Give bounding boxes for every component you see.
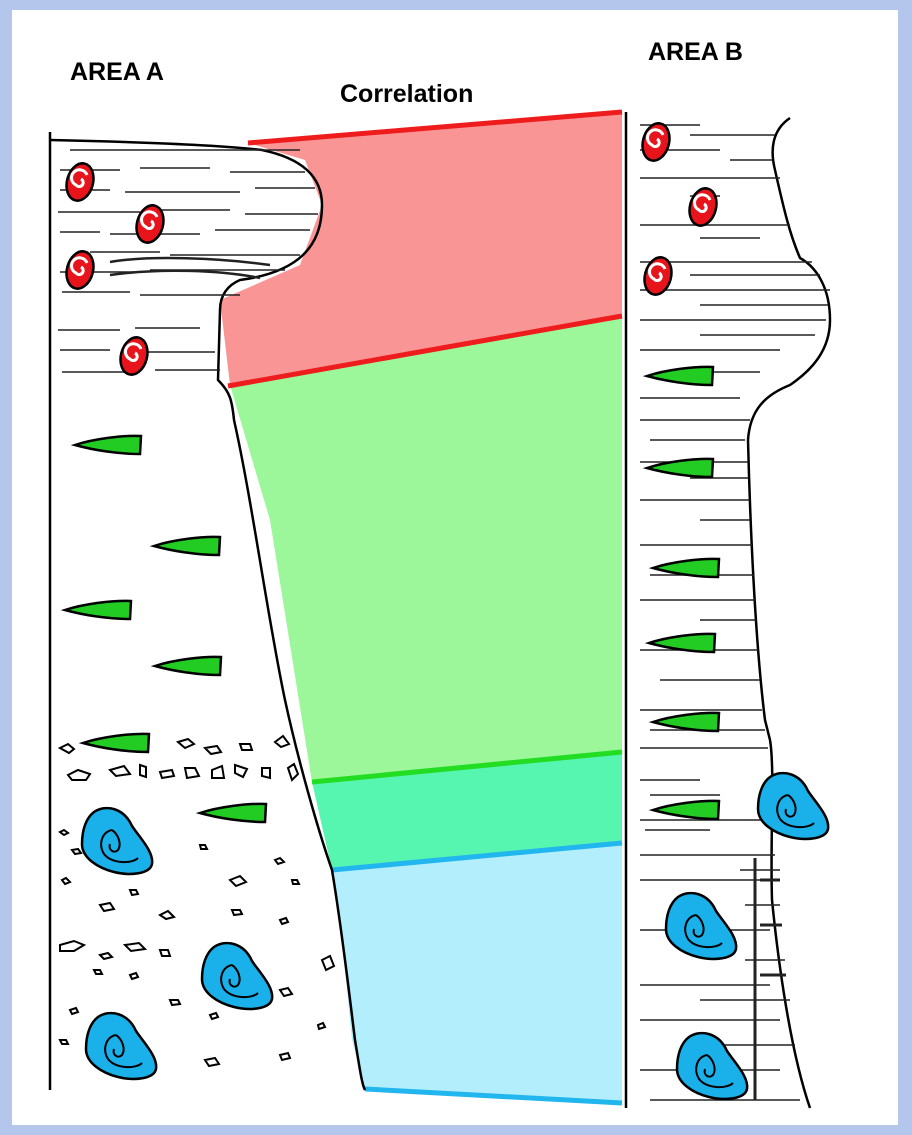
leaf-fossil-icon <box>75 436 141 454</box>
leaf-fossil-icon <box>200 804 266 822</box>
spiral-fossil-icon <box>63 248 98 291</box>
spiral-fossil-icon <box>686 185 721 228</box>
shell-fossil-icon <box>202 943 272 1009</box>
leaf-fossil-icon <box>653 713 719 731</box>
leaf-fossil-icon <box>83 734 149 752</box>
shell-fossil-icon <box>758 773 828 839</box>
shell-fossil-icon <box>82 808 152 874</box>
blue-correlation-zone <box>332 843 622 1103</box>
leaf-fossil-icon <box>65 601 131 619</box>
spiral-fossil-icon <box>639 120 674 163</box>
spiral-fossil-icon <box>641 254 676 297</box>
shell-fossil-icon <box>666 893 736 959</box>
leaf-fossil-icon <box>647 367 713 385</box>
area-b-label: AREA B <box>648 38 743 67</box>
leaf-fossil-icon <box>154 537 220 555</box>
spiral-fossil-icon <box>63 160 98 203</box>
leaf-fossil-icon <box>653 801 719 819</box>
correlation-label: Correlation <box>340 80 473 109</box>
spiral-fossil-icon <box>133 202 168 245</box>
spiral-fossil-icon <box>117 334 152 377</box>
shell-fossil-icon <box>86 1013 156 1079</box>
area-a-label: AREA A <box>70 58 164 87</box>
leaf-fossil-icon <box>155 657 221 675</box>
shell-fossil-icon <box>677 1033 747 1099</box>
